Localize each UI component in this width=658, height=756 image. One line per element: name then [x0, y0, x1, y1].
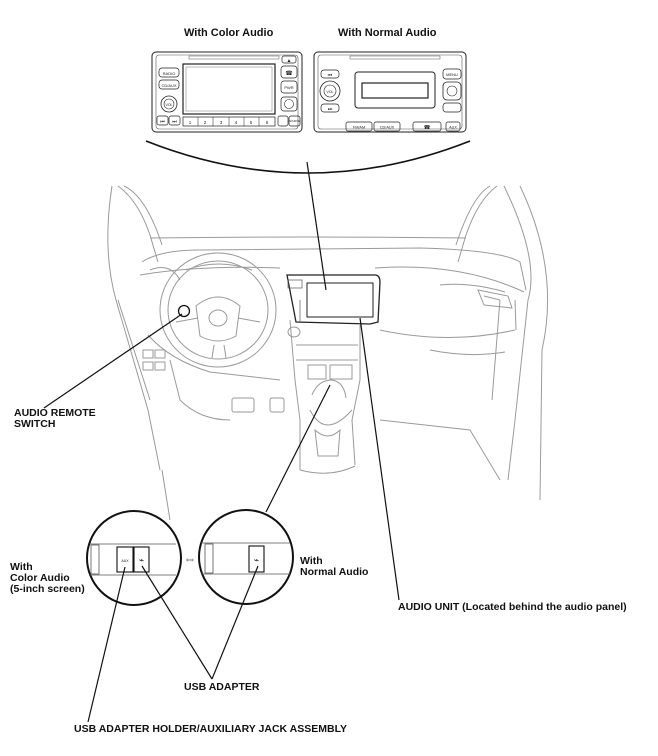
- na-phone-text: ☎: [424, 124, 432, 131]
- car-interior: [107, 185, 549, 521]
- with-color-audio-line3: (5-inch screen): [10, 583, 85, 595]
- ca-preset-1: 1: [189, 120, 192, 125]
- audio-remote-switch-label: AUDIO REMOTE SWITCH: [14, 408, 96, 430]
- with-normal-audio-line2: Normal Audio: [300, 566, 369, 578]
- na-aux-text: AUX: [449, 126, 457, 130]
- ca-cdaux-text: CD/AUX: [161, 83, 176, 88]
- jack-circle-color: AUX ⌁: [86, 510, 182, 606]
- steering-wheel: [159, 252, 277, 368]
- na-fmam-text: FM/AM: [353, 126, 365, 130]
- audio-unit-label: AUDIO UNIT (Located behind the audio pan…: [398, 601, 627, 613]
- color-audio-title: With Color Audio: [184, 27, 274, 39]
- na-menu-text: MENU: [446, 72, 458, 77]
- ca-preset-3: 3: [220, 120, 223, 125]
- audio-panel: [286, 274, 381, 325]
- usb-adapter-label: USB ADAPTER: [184, 681, 260, 693]
- ca-vol-text: VOL: [165, 103, 172, 107]
- na-cdaux-text: CD/AUX: [380, 126, 395, 130]
- with-color-audio-label: With Color Audio (5-inch screen): [10, 562, 85, 595]
- ca-seek-next-text: ⏭: [172, 119, 177, 125]
- with-color-audio-line1: With: [10, 561, 33, 573]
- ca-preset-4: 4: [235, 120, 238, 125]
- ca-pwr-text: PWR: [284, 85, 293, 90]
- normal-audio-title: With Normal Audio: [338, 27, 437, 39]
- ca-seek-prev-text: ⏮: [160, 119, 165, 125]
- bracket-arc: [145, 140, 471, 174]
- audio-remote-switch-line1: AUDIO REMOTE: [14, 407, 96, 419]
- ca-radio-text: RADIO: [163, 71, 176, 76]
- ca-preset-5: 5: [250, 120, 253, 125]
- jack-usb-label-normal: ⌁: [254, 555, 259, 565]
- na-seek-next-text: ⏭: [328, 107, 333, 113]
- ca-preset-6: 6: [266, 120, 269, 125]
- with-normal-audio-line1: With: [300, 555, 323, 567]
- ca-presets: 1 2 3 4 5 6: [182, 116, 276, 127]
- jack-usb-label-color: ⌁: [139, 555, 144, 565]
- audio-remote-switch-line2: SWITCH: [14, 418, 56, 430]
- normal-audio-unit: ⏮ VOL ⏭ MENU AUX FM/AM CD/AUX ☎: [313, 51, 467, 133]
- with-color-audio-line2: Color Audio: [10, 572, 70, 584]
- jack-aux-label: AUX: [121, 559, 129, 563]
- with-normal-audio-label: With Normal Audio: [300, 556, 368, 578]
- ca-eject-text: ▲: [287, 58, 292, 64]
- ca-preset-2: 2: [204, 120, 207, 125]
- usb-holder-label: USB ADAPTER HOLDER/AUXILIARY JACK ASSEMB…: [74, 723, 348, 735]
- ca-phone-text: ☎: [285, 70, 293, 77]
- leader-lines: [43, 161, 400, 723]
- double-arrow-icon: ⇔: [184, 551, 197, 566]
- ca-source-text: SOURCE: [289, 119, 300, 123]
- remote-switch-marker: [177, 304, 191, 318]
- jack-circle-normal: ⌁: [198, 509, 294, 605]
- na-seek-prev-text: ⏮: [328, 73, 333, 79]
- color-audio-unit: RADIO CD/AUX VOL ⏮ ⏭ ▲ ☎ PWR SOURCE 1 2: [151, 51, 303, 133]
- na-vol-text: VOL: [326, 90, 333, 94]
